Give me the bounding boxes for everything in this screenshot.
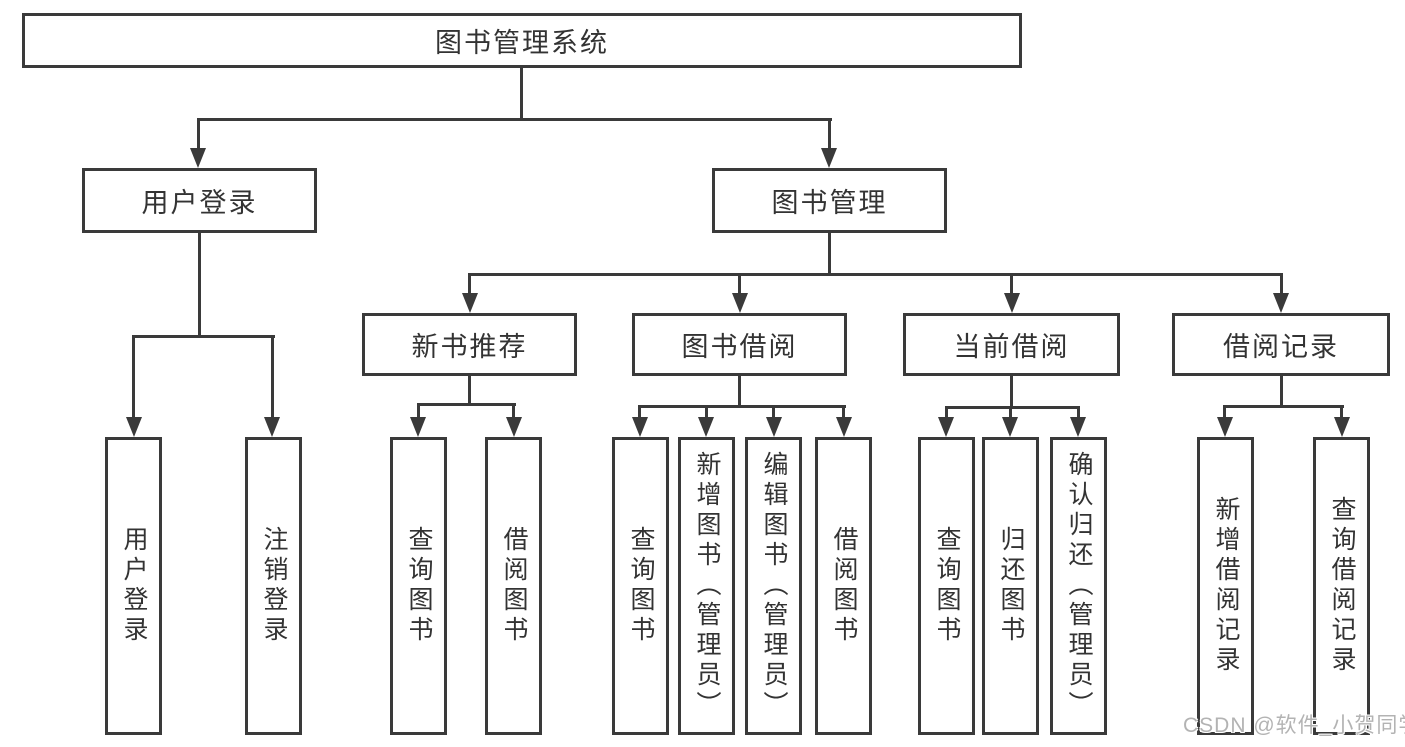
connector-arrow-stem [738, 273, 741, 297]
leaf-label: 编辑图书（管理员） [760, 451, 788, 721]
arrow-down-icon [506, 417, 522, 437]
arrow-down-icon [462, 293, 478, 313]
arrow-down-icon [126, 417, 142, 437]
leaf-label: 查询借阅记录 [1328, 496, 1356, 676]
arrow-down-icon [410, 417, 426, 437]
connector-arrow-stem [468, 273, 471, 297]
leaf-label: 用户登录 [120, 526, 148, 646]
leaf-label: 新增借阅记录 [1212, 496, 1240, 676]
arrow-down-icon [1002, 417, 1018, 437]
leaf-user-login: 用户登录 [105, 437, 162, 735]
connector-arrow-stem [1340, 405, 1343, 421]
connector-arrow-stem [1077, 406, 1080, 421]
arrow-down-icon [1217, 417, 1233, 437]
connector-bookmgmt-branch [468, 273, 1282, 276]
leaf-label: 借阅图书 [830, 526, 858, 646]
node-user-login: 用户登录 [82, 168, 317, 233]
leaf-return-books: 归还图书 [982, 437, 1039, 735]
node-root: 图书管理系统 [22, 13, 1022, 68]
connector-borrowrecord-stem [1280, 376, 1283, 408]
connector-arrow-stem [197, 118, 200, 150]
arrow-down-icon [732, 293, 748, 313]
arrow-down-icon [938, 417, 954, 437]
leaf-logout: 注销登录 [245, 437, 302, 735]
leaf-query-borrow-record: 查询借阅记录 [1313, 437, 1370, 735]
csdn-watermark: CSDN @软件_小贺同学 [1183, 714, 1405, 737]
leaf-add-borrow-record: 新增借阅记录 [1197, 437, 1254, 735]
connector-arrow-stem [271, 335, 274, 419]
connector-bookborrow-stem [738, 376, 741, 408]
node-borrow-record: 借阅记录 [1172, 313, 1390, 376]
connector-arrow-stem [828, 118, 831, 150]
leaf-query-books: 查询图书 [612, 437, 669, 735]
arrow-down-icon [190, 148, 206, 168]
leaf-label: 查询图书 [933, 526, 961, 646]
leaf-label: 查询图书 [405, 526, 433, 646]
leaf-add-books-admin: 新增图书（管理员） [678, 437, 735, 735]
connector-root-stem [520, 68, 523, 121]
connector-currentborrow-stem [1010, 376, 1013, 409]
connector-arrow-stem [772, 405, 775, 421]
arrow-down-icon [1070, 417, 1086, 437]
connector-newbook-stem [468, 376, 471, 406]
leaf-label: 借阅图书 [500, 526, 528, 646]
connector-arrow-stem [1009, 406, 1012, 421]
node-current-borrow: 当前借阅 [903, 313, 1120, 376]
leaf-confirm-return-admin: 确认归还（管理员） [1050, 437, 1107, 735]
connector-userlogin-stem [198, 233, 201, 338]
node-book-borrow: 图书借阅 [632, 313, 847, 376]
arrow-down-icon [1334, 417, 1350, 437]
leaf-label: 新增图书（管理员） [693, 451, 721, 721]
leaf-label: 注销登录 [260, 526, 288, 646]
leaf-label: 确认归还（管理员） [1065, 451, 1093, 721]
connector-currentborrow-branch [945, 406, 1080, 409]
connector-arrow-stem [417, 403, 420, 421]
connector-arrow-stem [705, 405, 708, 421]
connector-arrow-stem [1010, 273, 1013, 297]
arrow-down-icon [1004, 293, 1020, 313]
connector-arrow-stem [512, 403, 515, 421]
arrow-down-icon [1273, 293, 1289, 313]
connector-userlogin-branch [132, 335, 275, 338]
leaf-borrow-books: 借阅图书 [485, 437, 542, 735]
arrow-down-icon [698, 417, 714, 437]
leaf-label: 查询图书 [627, 526, 655, 646]
leaf-query-books: 查询图书 [390, 437, 447, 735]
connector-bookmgmt-stem [828, 233, 831, 276]
connector-borrowrecord-branch [1223, 405, 1344, 408]
connector-root-branch [197, 118, 832, 121]
connector-arrow-stem [1223, 405, 1226, 421]
arrow-down-icon [836, 417, 852, 437]
node-new-book-recommend: 新书推荐 [362, 313, 577, 376]
arrow-down-icon [766, 417, 782, 437]
connector-arrow-stem [945, 406, 948, 421]
connector-arrow-stem [132, 335, 135, 419]
leaf-label: 归还图书 [997, 526, 1025, 646]
connector-arrow-stem [638, 405, 641, 421]
connector-bookborrow-branch [638, 405, 846, 408]
leaf-borrow-books: 借阅图书 [815, 437, 872, 735]
node-book-management: 图书管理 [712, 168, 947, 233]
connector-newbook-branch [417, 403, 516, 406]
arrow-down-icon [821, 148, 837, 168]
leaf-query-books: 查询图书 [918, 437, 975, 735]
arrow-down-icon [264, 417, 280, 437]
arrow-down-icon [632, 417, 648, 437]
connector-arrow-stem [1280, 273, 1283, 297]
connector-arrow-stem [842, 405, 845, 421]
leaf-edit-books-admin: 编辑图书（管理员） [745, 437, 802, 735]
